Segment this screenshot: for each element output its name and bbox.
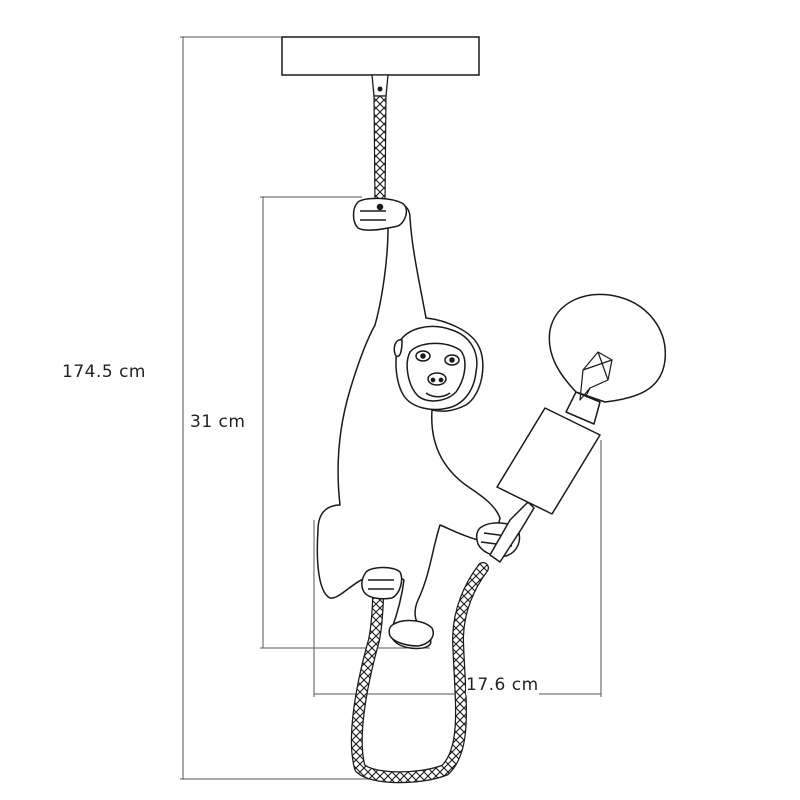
bulb-filament: [579, 351, 613, 401]
monkey-mouth: [425, 392, 451, 398]
monkey-foot: [388, 619, 434, 647]
ceiling-canopy: [281, 36, 480, 76]
monkey-figure: [316, 197, 521, 650]
cord-grip: [371, 74, 389, 97]
cord-grip-screw: [377, 86, 383, 92]
monkey-ear: [393, 339, 403, 358]
lamp-width-label: 17.6 cm: [466, 675, 539, 695]
upper-cord: [373, 95, 387, 206]
bulb-neck: [565, 391, 601, 425]
lamp-height-label: 31 cm: [190, 412, 246, 432]
lamp-socket: [496, 407, 601, 515]
lamp-stem: [489, 501, 535, 563]
monkey-face: [406, 342, 466, 402]
monkey-upper-hand-screw: [376, 203, 384, 211]
monkey-nose: [427, 372, 447, 386]
monkey-upper-hand: [352, 197, 408, 231]
total-height-label: 174.5 cm: [62, 362, 146, 382]
light-bulb: [548, 293, 666, 403]
lamp-assembly: [489, 293, 666, 563]
monkey-lower-hand: [361, 566, 403, 600]
